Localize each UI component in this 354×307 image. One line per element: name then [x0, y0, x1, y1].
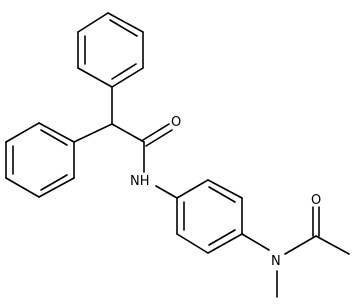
diphenylmethyl-bonds	[73, 86, 145, 143]
oxygen-label-amide: O	[171, 115, 181, 130]
n-methylacetamide-group	[241, 206, 350, 298]
nitrogen-label-amine: N	[271, 254, 281, 269]
oxygen-label-acetyl: O	[311, 193, 321, 208]
phenyl-ring-upper	[77, 12, 144, 88]
nh-label-amide: NH	[130, 174, 150, 189]
amide-group	[142, 123, 178, 199]
benzene-ring-central	[176, 179, 243, 254]
phenyl-ring-lower	[5, 122, 75, 198]
